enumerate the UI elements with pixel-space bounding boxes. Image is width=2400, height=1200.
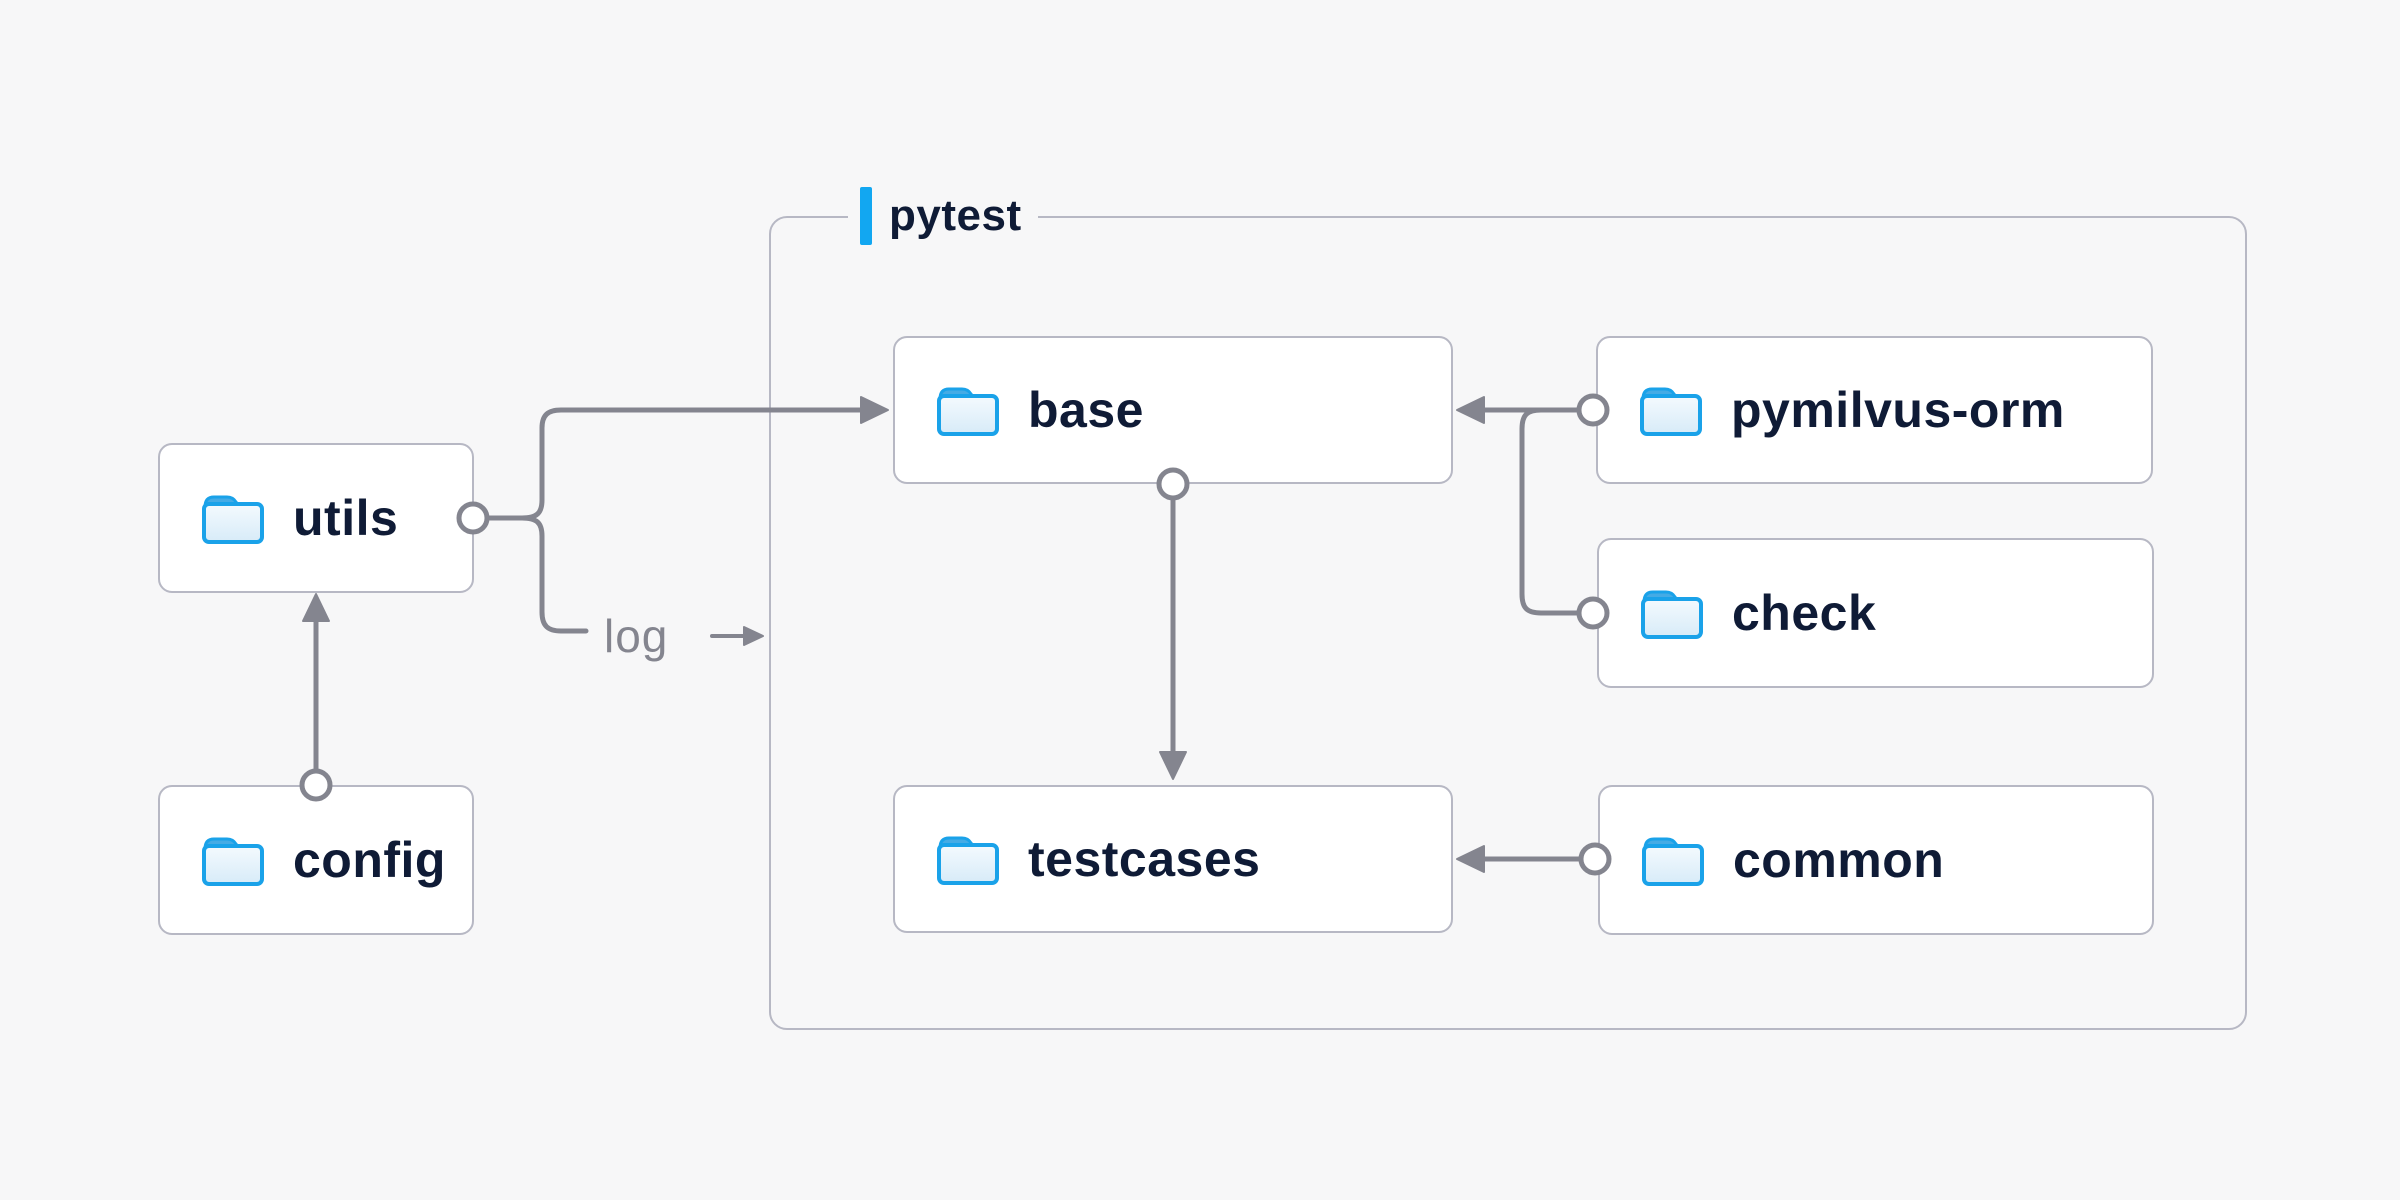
folder-icon (1641, 590, 1703, 639)
blue-bar-icon (860, 187, 872, 245)
node-pymilvus-orm: pymilvus-orm (1596, 336, 2153, 484)
node-label-base: base (1028, 382, 1144, 438)
log-arrowhead (743, 626, 764, 646)
edge-utils-log (519, 515, 589, 634)
log-edge-label: log (604, 610, 669, 662)
folder-icon (202, 837, 264, 886)
node-utils: utils (158, 443, 474, 593)
folder-icon (1640, 387, 1702, 436)
folder-icon (1642, 837, 1704, 886)
node-config: config (158, 785, 474, 935)
node-label-testcases: testcases (1028, 831, 1261, 887)
node-check: check (1597, 538, 2154, 688)
node-label-utils: utils (293, 490, 399, 546)
node-label-check: check (1732, 585, 1877, 641)
folder-icon (937, 836, 999, 885)
node-testcases: testcases (893, 785, 1453, 933)
node-common: common (1598, 785, 2154, 935)
node-label-config: config (293, 832, 446, 888)
folder-icon (202, 495, 264, 544)
folder-icon (937, 387, 999, 436)
group-title: pytest (889, 191, 1022, 240)
arrowhead-up-utils (302, 593, 330, 622)
node-label-pymilvus-orm: pymilvus-orm (1731, 382, 2065, 438)
pytest-group-container (769, 216, 2247, 1030)
node-base: base (893, 336, 1453, 484)
node-label-common: common (1733, 832, 1945, 888)
pytest-group-legend: pytest (848, 186, 1038, 246)
